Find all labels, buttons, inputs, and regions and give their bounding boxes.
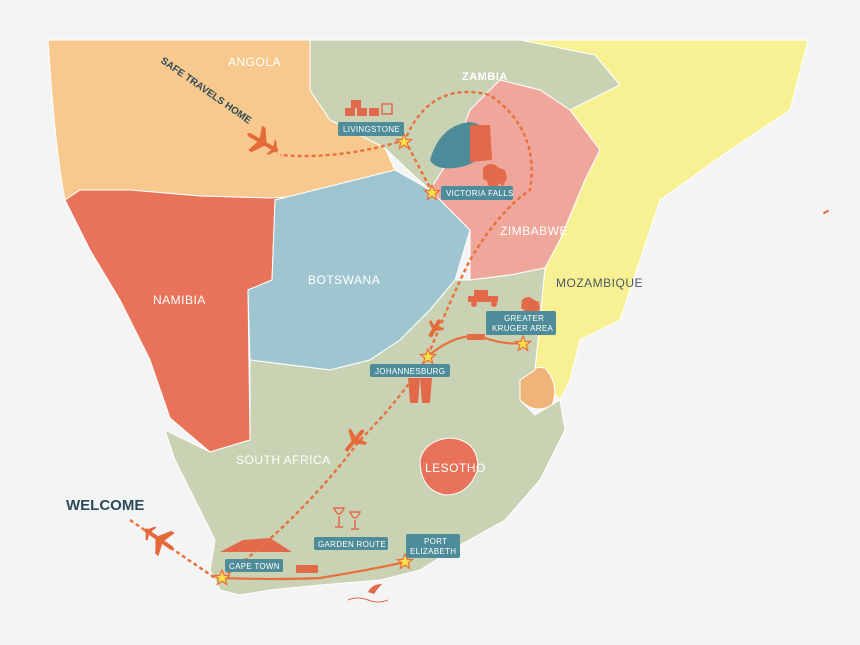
route-cape-to-joburg xyxy=(221,355,430,579)
label-zambia: ZAMBIA xyxy=(462,71,508,83)
lion-icon-2 xyxy=(521,297,540,315)
route-vicfalls xyxy=(403,139,434,193)
label-mozambique: MOZAMBIQUE xyxy=(556,276,643,290)
wine-glasses-icon xyxy=(332,507,362,530)
plane-icon-small xyxy=(822,209,830,215)
safari-jeep-icon xyxy=(468,290,498,307)
bus-icon xyxy=(296,565,318,573)
route-coast xyxy=(221,560,406,581)
svg-text:JOHANNESBURG: JOHANNESBURG xyxy=(375,367,445,376)
plane-icon-welcome xyxy=(144,526,175,557)
route-joburg-vicfalls xyxy=(403,90,533,357)
label-namibia: NAMIBIA xyxy=(153,293,206,307)
svg-text:CAPE TOWN: CAPE TOWN xyxy=(229,562,280,571)
plane-icon-mid xyxy=(344,428,368,453)
svg-text:LIVINGSTONE: LIVINGSTONE xyxy=(343,125,400,134)
place-tag-port-elizabeth: PORT ELIZABETH xyxy=(406,534,460,558)
label-zimbabwe: ZIMBABWE xyxy=(500,224,568,238)
star-victoria-falls xyxy=(422,183,442,201)
svg-text:KRUGER AREA: KRUGER AREA xyxy=(492,324,553,333)
table-mountain-icon xyxy=(220,538,292,552)
svg-text:GREATER: GREATER xyxy=(504,314,544,323)
label-angola: ANGOLA xyxy=(228,55,281,69)
place-tag-cape-town: CAPE TOWN xyxy=(225,559,283,572)
star-kruger xyxy=(513,334,533,352)
svg-text:PORT: PORT xyxy=(424,537,447,546)
label-south-africa: SOUTH AFRICA xyxy=(236,453,331,467)
place-tag-victoria-falls: VICTORIA FALLS xyxy=(441,186,514,200)
welcome-label: WELCOME xyxy=(66,497,144,514)
market-icon xyxy=(345,100,393,116)
lesotho-region xyxy=(419,437,479,496)
star-cape-town xyxy=(212,568,232,586)
waterfall-icon xyxy=(470,125,492,162)
plane-icon-joburg xyxy=(428,319,445,338)
svg-text:ELIZABETH: ELIZABETH xyxy=(410,547,456,556)
label-lesotho: LESOTHO xyxy=(425,461,486,475)
label-botswana: BOTSWANA xyxy=(308,273,380,287)
svg-text:GARDEN ROUTE: GARDEN ROUTE xyxy=(318,540,386,549)
place-tag-kruger: GREATER KRUGER AREA xyxy=(486,311,556,335)
cooling-towers-icon xyxy=(408,378,432,403)
svg-text:VICTORIA FALLS: VICTORIA FALLS xyxy=(446,189,514,198)
star-port-elizabeth xyxy=(395,552,415,570)
lion-icon xyxy=(483,164,507,187)
place-tag-livingstone: LIVINGSTONE xyxy=(338,122,404,136)
place-tag-garden-route: GARDEN ROUTE xyxy=(314,537,388,550)
angola-region xyxy=(47,39,396,201)
route-safe-travels xyxy=(279,138,406,158)
star-livingstone xyxy=(394,132,414,150)
place-tag-johannesburg: JOHANNESBURG xyxy=(370,364,450,377)
route-joburg-kruger xyxy=(427,335,523,357)
whale-tail-icon xyxy=(347,584,389,603)
star-johannesburg xyxy=(418,347,438,365)
south-africa-region xyxy=(164,267,566,596)
plane-icon-return xyxy=(247,125,279,155)
